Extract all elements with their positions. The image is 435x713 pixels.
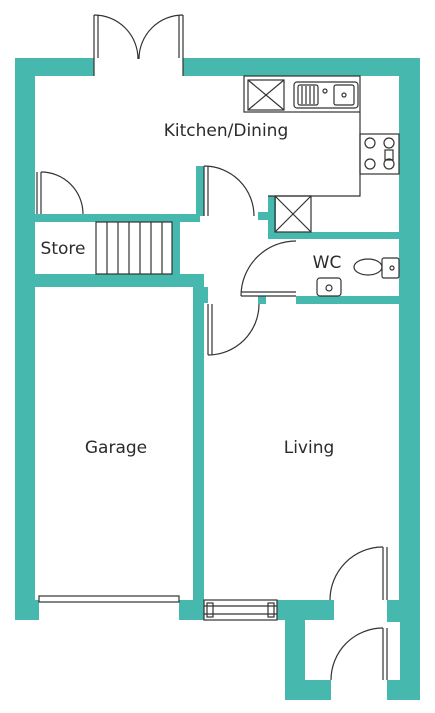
- wall-left: [15, 58, 35, 620]
- wall-wc-bottom-left: [258, 296, 266, 304]
- wall-top-right: [183, 58, 420, 76]
- room-label-wc: WC: [312, 253, 342, 273]
- room-label-kitchen-dining: Kitchen/Dining: [163, 121, 289, 141]
- wall-garage-bottom-left: [15, 600, 39, 620]
- store-door: [36, 171, 84, 215]
- linework: [36, 14, 400, 681]
- wall-wc-top: [268, 232, 399, 239]
- living-door: [207, 303, 260, 356]
- wall-kitchen-door-stub: [258, 212, 270, 220]
- kitchen-door: [203, 165, 255, 217]
- wall-hall-stub: [200, 287, 208, 303]
- wall-garage-top: [15, 274, 204, 287]
- front-door-inner: [329, 546, 388, 601]
- wall-porch-left: [285, 600, 305, 700]
- wc-fixtures: [316, 257, 400, 297]
- wc-door: [240, 240, 297, 297]
- room-label-garage: Garage: [84, 438, 148, 458]
- stairs: [95, 221, 173, 275]
- kitchen-worktop-top: [243, 75, 361, 113]
- wall-wc-bottom: [296, 296, 399, 304]
- living-window: [203, 599, 278, 621]
- wall-garage-bottom-right: [179, 600, 204, 620]
- wall-kitchen-stub: [196, 166, 204, 216]
- wall-store-top: [35, 214, 200, 222]
- wall-wc-left: [268, 196, 276, 239]
- wall-garage-living: [193, 287, 204, 600]
- kitchen-worktop-bottom: [274, 195, 312, 233]
- room-label-store: Store: [40, 239, 86, 259]
- room-label-living: Living: [283, 438, 335, 458]
- front-door-outer: [330, 627, 388, 681]
- walls: [15, 58, 420, 700]
- wall-store-right: [172, 214, 180, 287]
- garage-door: [38, 595, 180, 603]
- wall-porch-right-side: [400, 600, 420, 700]
- wall-porch-bottom-left: [285, 680, 331, 700]
- patio-doors: [93, 14, 184, 76]
- wall-right: [399, 58, 420, 600]
